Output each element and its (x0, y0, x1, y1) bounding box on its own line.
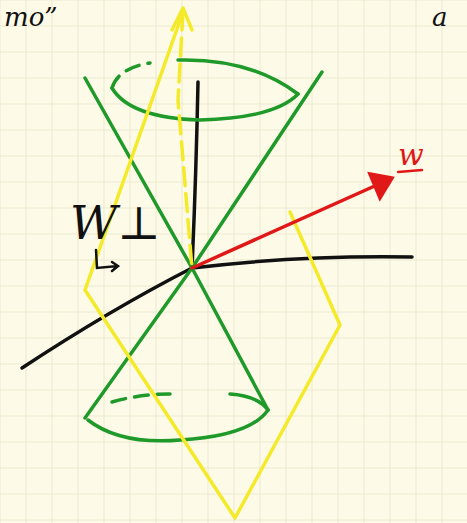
underline (398, 170, 422, 172)
cone-rim (88, 410, 268, 441)
grid-line (0, 312, 467, 313)
grid-line (0, 78, 467, 79)
depth-axis (22, 268, 192, 368)
note-fragment: a (432, 4, 448, 30)
vector-label: w (398, 140, 424, 170)
note-fragment: mo” (4, 4, 58, 30)
cone-rim-hidden (112, 394, 170, 402)
grid-line (0, 442, 467, 443)
grid-line (0, 260, 467, 261)
grid-line (0, 494, 467, 495)
subspace-label: W⊥ (70, 200, 161, 246)
normal-line (178, 12, 192, 268)
grid-line (0, 156, 467, 157)
grid-line (0, 416, 467, 417)
plane-outline (85, 12, 340, 518)
hook-arrow (96, 250, 118, 271)
horizontal-axis (192, 257, 412, 268)
cone-rim (178, 60, 298, 94)
cone-rim (230, 394, 268, 410)
grid-line (0, 0, 467, 1)
vector-w (192, 170, 422, 268)
axes (22, 82, 412, 368)
normal-arrowhead (172, 8, 192, 30)
grid-line (0, 286, 467, 287)
cone-rim-hidden (112, 63, 150, 88)
grid-line (0, 130, 467, 131)
light-cone (85, 60, 322, 441)
grid-line (0, 52, 467, 53)
grid-line (0, 468, 467, 469)
grid-line (0, 104, 467, 105)
grid-line (0, 364, 467, 365)
orthogonal-plane (85, 8, 340, 518)
grid-line (0, 390, 467, 391)
cone-rim (112, 88, 298, 120)
grid-line (0, 182, 467, 183)
vector-shaft (192, 180, 388, 268)
grid-line (0, 520, 467, 521)
grid-line (0, 26, 467, 27)
vector-head (370, 174, 392, 198)
vertical-axis (192, 82, 198, 268)
